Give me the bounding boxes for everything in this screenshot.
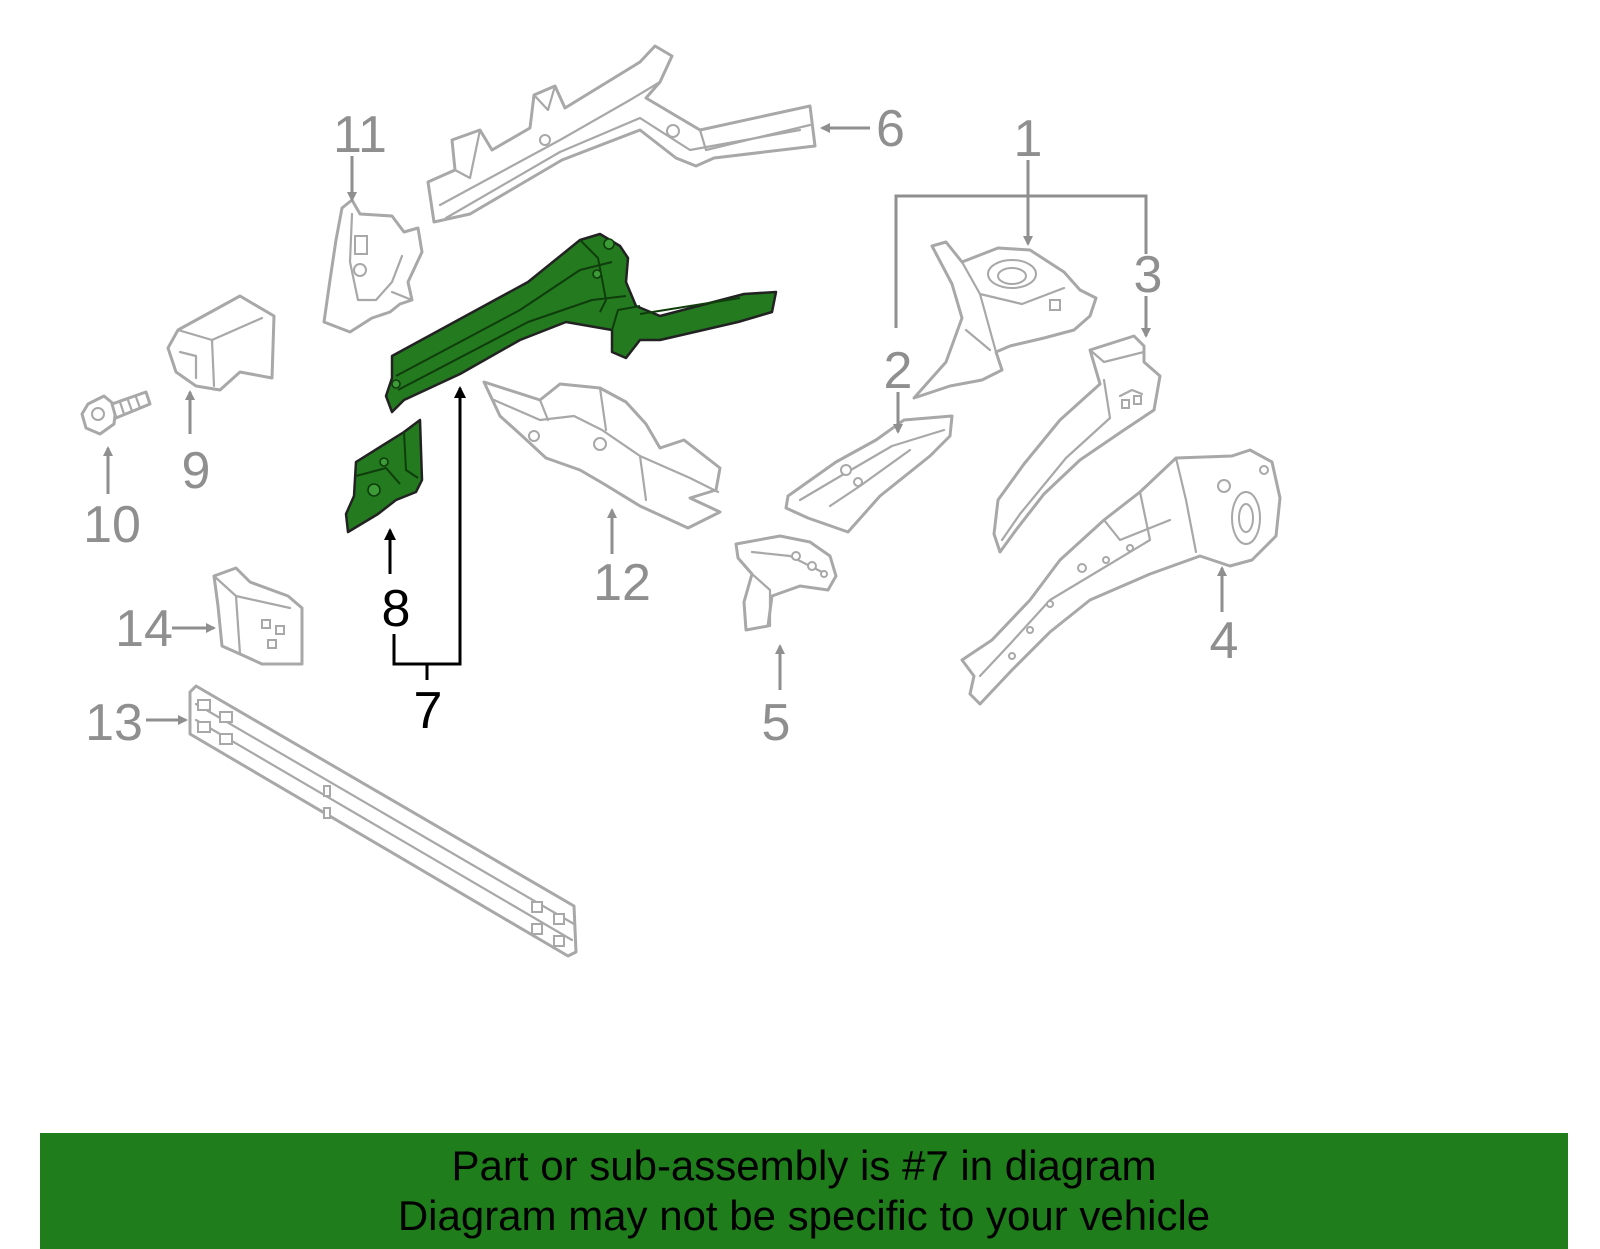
bracket-1 [894, 194, 1148, 328]
callout-2: 2 [884, 342, 913, 400]
callout-3: 3 [1134, 246, 1163, 304]
part-5-bracket [734, 534, 838, 632]
callout-9: 9 [182, 442, 211, 500]
part-14-bracket [212, 566, 304, 666]
banner-line-2: Diagram may not be specific to your vehi… [397, 1192, 1211, 1239]
callout-13: 13 [85, 694, 143, 752]
banner-line-1: Part or sub-assembly is #7 in diagram [451, 1142, 1157, 1189]
callout-7: 7 [414, 682, 443, 740]
part-13-cross-member [188, 684, 578, 958]
callout-12: 12 [593, 554, 651, 612]
callout-numbers: 11 6 1 3 2 9 10 12 4 5 14 13 8 7 [83, 100, 1238, 752]
callout-1: 1 [1014, 110, 1043, 168]
part-4-wheelhouse [960, 448, 1282, 706]
part-3-apron-rail [992, 334, 1162, 554]
callout-11: 11 [333, 106, 387, 164]
part-6-upper-rail [426, 44, 817, 224]
part-info-banner: Part or sub-assembly is #7 in diagram Di… [40, 1133, 1568, 1249]
callout-14: 14 [115, 600, 173, 658]
part-8-plate [344, 418, 424, 534]
callout-6: 6 [876, 100, 905, 158]
part-9-bracket [166, 294, 276, 392]
part-10-bolt [80, 390, 152, 436]
callout-4: 4 [1210, 612, 1239, 670]
callout-10: 10 [83, 496, 141, 554]
part-12-floor-member [482, 380, 722, 530]
callout-8: 8 [382, 580, 411, 638]
part-11-bracket [322, 198, 424, 334]
leader-lines [103, 123, 1227, 725]
callout-5: 5 [762, 694, 791, 752]
part-1-strut-tower [912, 240, 1098, 400]
part-7-front-side-member [384, 232, 778, 414]
part-2-floor-piece [784, 414, 954, 534]
